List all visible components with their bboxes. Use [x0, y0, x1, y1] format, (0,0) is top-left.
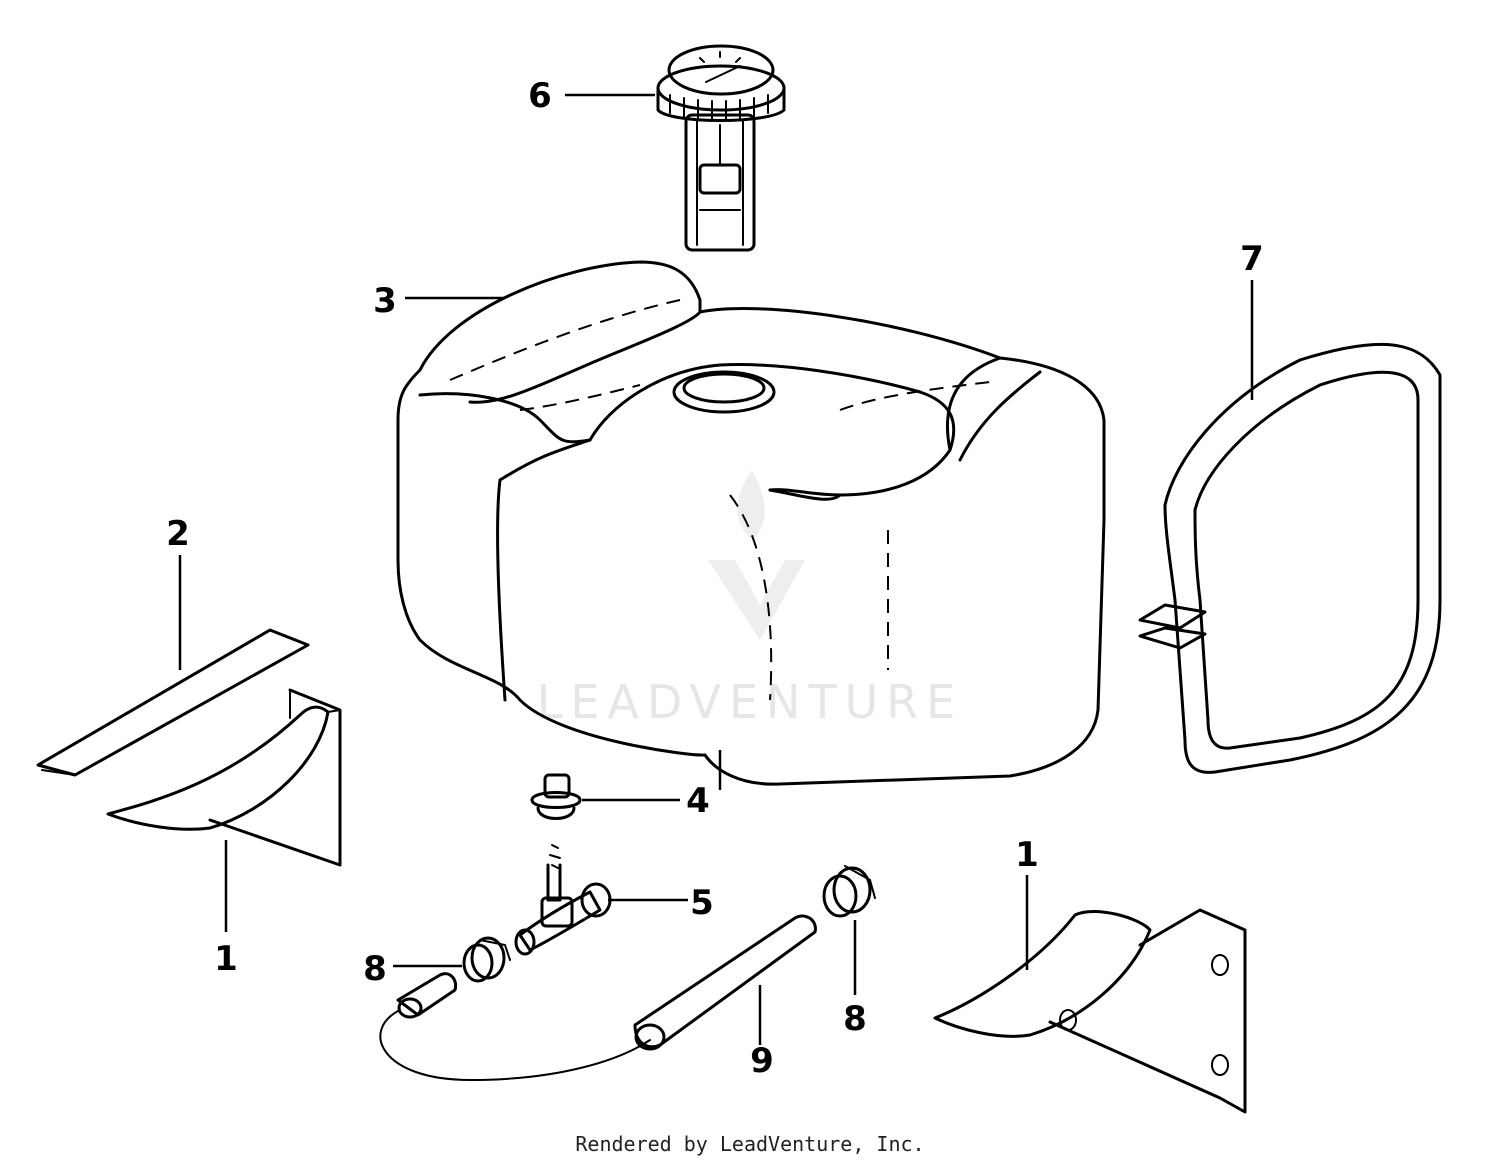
fuel-shutoff-valve[interactable] — [514, 844, 612, 956]
callout-8-left: 8 — [363, 949, 387, 989]
callout-9: 9 — [750, 1041, 774, 1081]
callout-5: 5 — [690, 883, 714, 923]
callout-6: 6 — [528, 76, 552, 116]
tank-grommet[interactable] — [530, 773, 582, 820]
leadventure-watermark: LEADVENTURE — [537, 470, 964, 729]
watermark-text: LEADVENTURE — [537, 675, 964, 729]
fuel-cap-gauge[interactable] — [656, 44, 786, 252]
callout-8-right: 8 — [843, 999, 867, 1039]
callout-2: 2 — [166, 514, 190, 554]
callout-4: 4 — [686, 781, 710, 821]
fuel-hose[interactable] — [379, 914, 817, 1082]
callout-numbers: 6 3 7 2 1 4 5 8 8 9 1 — [166, 76, 1264, 1081]
callout-3: 3 — [373, 281, 397, 321]
tank-strap-frame[interactable] — [1138, 342, 1442, 774]
callout-1-right: 1 — [1015, 835, 1039, 875]
hose-clamp-right[interactable] — [822, 865, 876, 918]
callout-7: 7 — [1240, 239, 1264, 279]
tank-support-bracket-right[interactable] — [933, 908, 1247, 1114]
fuel-tank[interactable] — [396, 260, 1106, 790]
leader-lines — [178, 93, 1254, 1045]
tank-support-bracket-left[interactable] — [106, 688, 342, 867]
rendered-by-footer: Rendered by LeadVenture, Inc. — [575, 1132, 925, 1156]
hose-clamp-left[interactable] — [462, 936, 511, 983]
callout-1-left: 1 — [214, 939, 238, 979]
rubber-pad-strip[interactable] — [36, 628, 310, 777]
